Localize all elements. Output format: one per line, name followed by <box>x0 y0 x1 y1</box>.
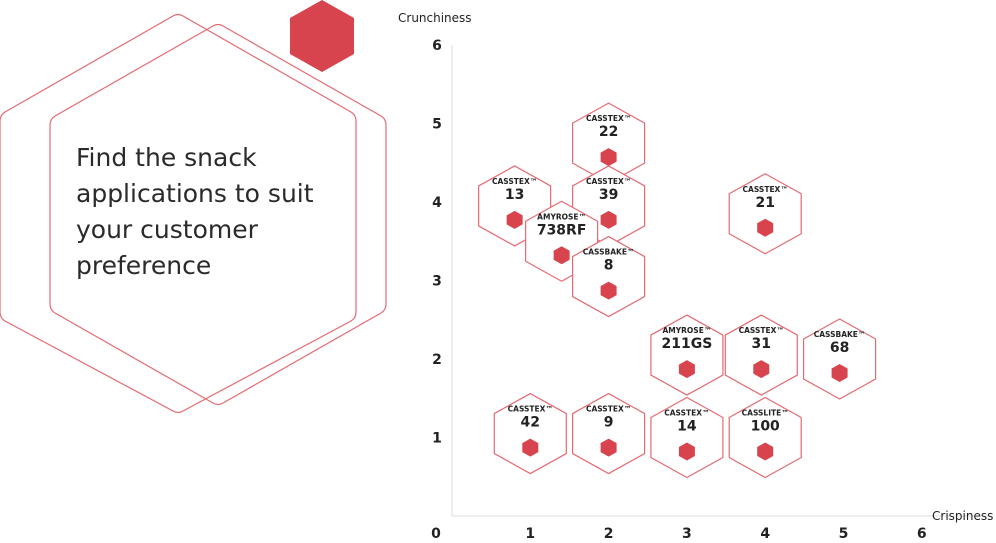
x-tick-label: 2 <box>604 526 614 542</box>
x-tick-label: 0 <box>431 526 441 542</box>
point-marker-hexagon <box>678 360 695 379</box>
point-marker-hexagon <box>600 438 617 457</box>
point-code-label: 21 <box>755 195 774 211</box>
y-tick-label: 5 <box>432 117 442 133</box>
point-brand-label: CASSTEX™ <box>586 405 631 414</box>
y-tick-label: 2 <box>432 352 442 368</box>
point-hexagon-outline <box>571 235 646 318</box>
point-hexagon-outline <box>728 396 802 479</box>
y-tick-label: 6 <box>432 38 442 54</box>
hexagon-outline-front <box>0 13 357 414</box>
x-tick-label: 3 <box>682 526 692 542</box>
point-code-label: 14 <box>677 419 697 435</box>
decorative-hexagons <box>0 13 387 414</box>
point-brand-label: CASSTEX™ <box>739 326 784 335</box>
point-hexagon-outline <box>650 314 724 396</box>
hexagon-outline-back <box>49 23 387 406</box>
point-brand-label: AMYROSE™ <box>537 212 586 221</box>
point-code-label: 211GS <box>661 336 712 352</box>
point-brand-label: CASSBAKE™ <box>583 248 635 257</box>
point-brand-label: CASSTEX™ <box>743 185 788 194</box>
intro-heading: Find the snack applications to suit your… <box>76 143 314 280</box>
point-code-label: 13 <box>505 187 524 203</box>
point-brand-label: CASSBAKE™ <box>814 330 866 339</box>
point-marker-hexagon <box>678 442 695 461</box>
x-tick-label: 4 <box>760 526 770 542</box>
point-marker-hexagon <box>600 148 617 167</box>
point-code-label: 42 <box>521 415 540 431</box>
x-tick-label: 1 <box>525 526 535 542</box>
y-tick-label: 4 <box>432 195 442 211</box>
point-hexagon-outline <box>571 392 646 475</box>
point-code-label: 8 <box>604 258 614 274</box>
y-tick-label: 3 <box>432 274 442 290</box>
point-marker-hexagon <box>600 210 617 229</box>
x-tick-label: 5 <box>839 526 849 542</box>
point-marker-hexagon <box>522 438 539 457</box>
point-hexagon-outline <box>650 396 724 479</box>
point-brand-label: AMYROSE™ <box>662 326 711 335</box>
point-code-label: 31 <box>752 336 771 352</box>
point-marker-hexagon <box>600 281 617 300</box>
point-brand-label: CASSTEX™ <box>492 177 537 186</box>
tick-labels: 0 1 2 3 4 5 6 1 2 3 4 5 6 <box>431 38 927 542</box>
point-code-label: 39 <box>599 187 618 203</box>
point-code-label: 9 <box>604 415 614 431</box>
point-brand-label: CASSLITE™ <box>742 409 789 418</box>
point-hexagon-outline <box>728 173 802 255</box>
point-marker-hexagon <box>553 246 570 265</box>
point-marker-hexagon <box>753 360 770 379</box>
axes: Crunchiness Crispiness <box>398 11 993 523</box>
point-code-label: 738RF <box>537 222 587 238</box>
point-marker-hexagon <box>757 442 774 461</box>
point-code-label: 22 <box>599 124 618 140</box>
point-brand-label: CASSTEX™ <box>664 409 709 418</box>
point-marker-hexagon <box>831 364 848 382</box>
point-marker-hexagon <box>757 218 774 237</box>
red-hexagon-badge <box>290 0 354 72</box>
x-tick-label: 6 <box>917 526 927 542</box>
point-code-label: 68 <box>830 340 849 356</box>
point-brand-label: CASSTEX™ <box>586 177 631 186</box>
point-marker-hexagon <box>506 210 523 229</box>
y-tick-label: 1 <box>432 431 442 447</box>
point-hexagon-outline <box>802 318 877 400</box>
point-hexagon-outline <box>493 392 567 475</box>
point-brand-label: CASSTEX™ <box>508 405 553 414</box>
point-code-label: 100 <box>751 419 780 435</box>
y-axis-title: Crunchiness <box>398 11 472 25</box>
point-brand-label: CASSTEX™ <box>586 114 631 123</box>
x-axis-title: Crispiness <box>932 509 993 523</box>
point-hexagon-outline <box>724 314 798 396</box>
